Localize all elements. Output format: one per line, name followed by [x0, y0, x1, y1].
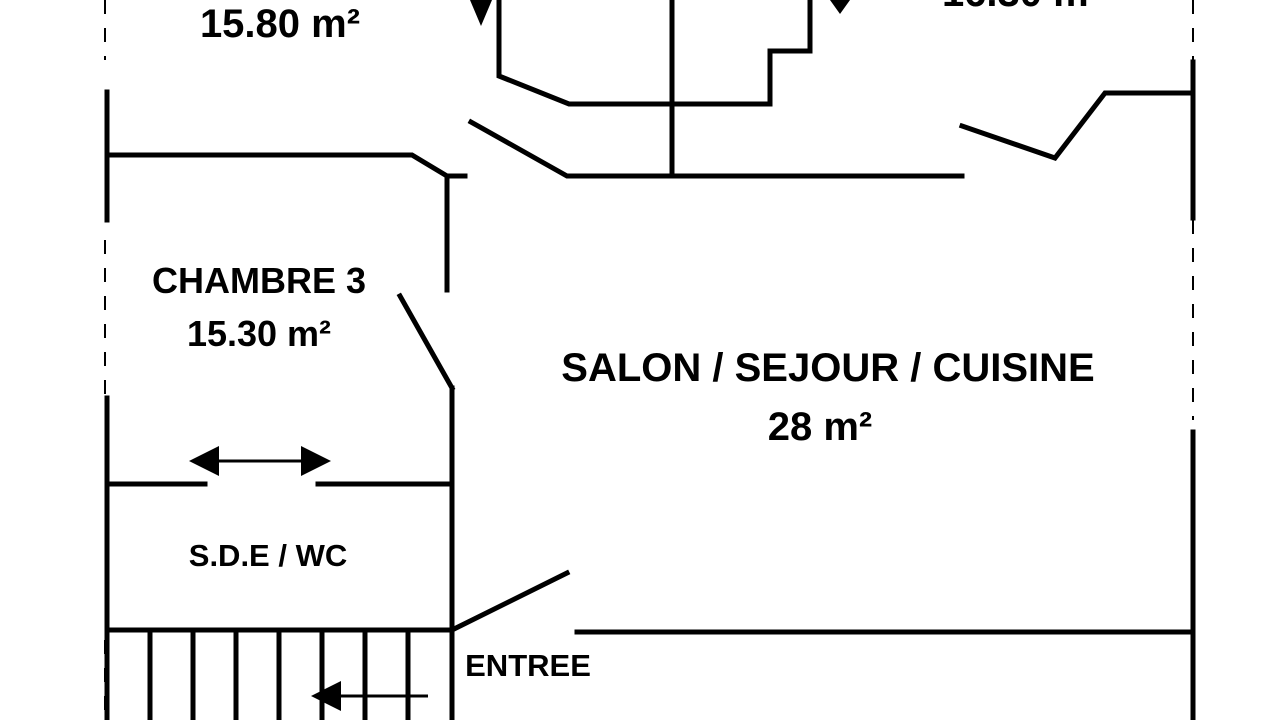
chambre-right-door-wall [958, 90, 1196, 161]
sde-wc-name: S.D.E / WC [189, 538, 347, 573]
entree-door-leaf [448, 569, 571, 634]
chambre3-top-wall [104, 152, 468, 179]
salon-name: SALON / SEJOUR / CUISINE [561, 346, 1094, 390]
top-right-closet-wall [767, 0, 813, 107]
top-arrow-tips [470, 0, 850, 26]
chambre-top-left-area: 15.80 m² [200, 2, 360, 46]
staircase [147, 627, 428, 720]
salon-area: 28 m² [768, 405, 873, 449]
salon-top-wall [467, 118, 965, 179]
arrow-down-icon [470, 0, 492, 26]
chambre3-door-leaf [396, 292, 456, 392]
arrow-down-icon [830, 0, 850, 14]
entree-label: ENTREE [465, 648, 591, 683]
chambre-3-name: CHAMBRE 3 [152, 260, 366, 301]
chambre-top-right-area: 16.30 m² [942, 0, 1102, 15]
top-left-closet-wall [496, 0, 773, 107]
chambre-3-area: 15.30 m² [187, 313, 331, 354]
